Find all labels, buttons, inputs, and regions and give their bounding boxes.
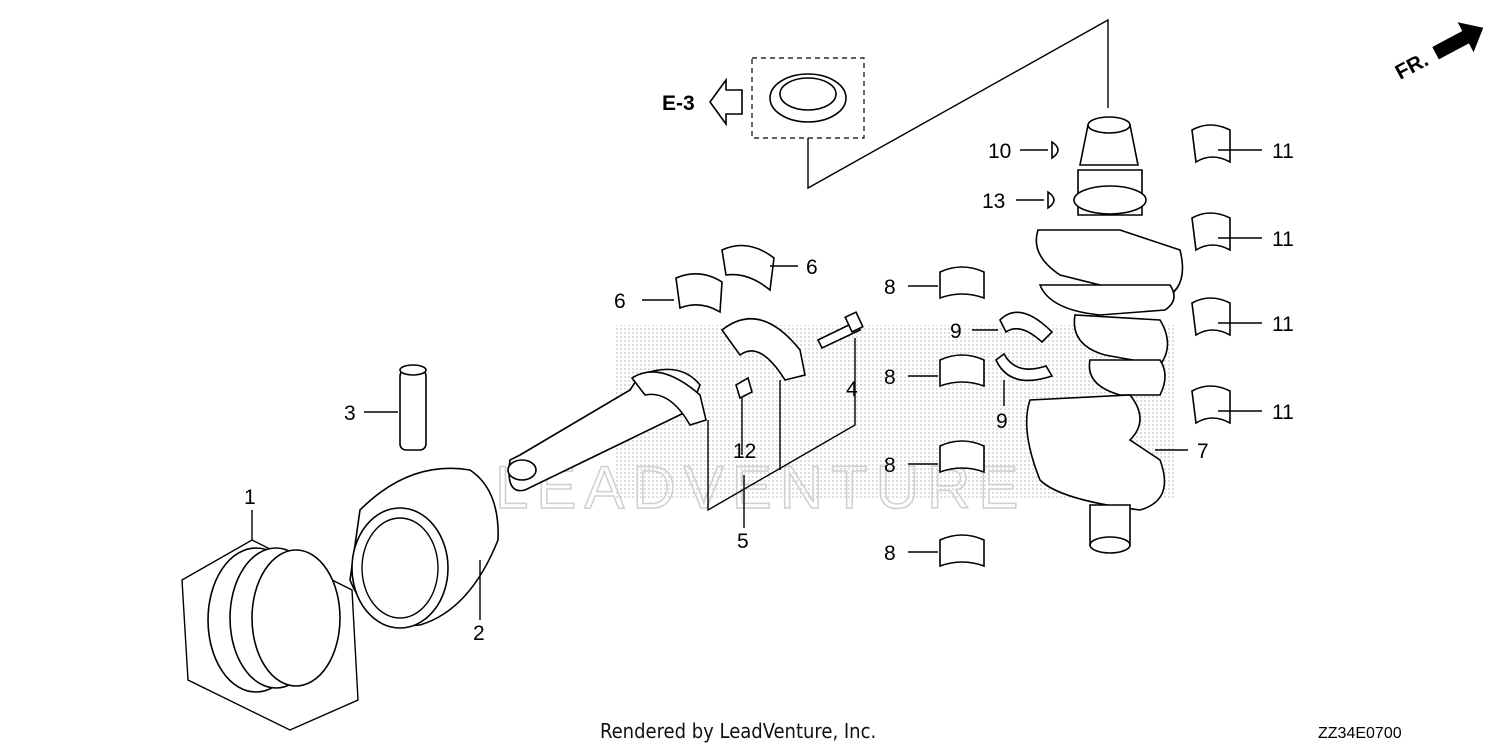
thrust-washers-9 — [972, 311, 1054, 406]
piston — [349, 467, 499, 629]
oil-seal-inner — [779, 77, 837, 111]
reference-label: E-3 — [662, 92, 695, 115]
callout-10: 10 — [988, 140, 1011, 163]
reference-arrow-icon — [709, 77, 743, 127]
front-direction-label: FR. — [1392, 48, 1433, 84]
callout-11c: 11 — [1272, 313, 1294, 336]
front-direction-indicator: FR. — [1392, 22, 1484, 84]
callout-13: 13 — [982, 190, 1005, 213]
callout-2: 2 — [473, 622, 485, 645]
callout-1: 1 — [244, 486, 256, 509]
callout-3: 3 — [344, 402, 356, 425]
footer-credit: Rendered by LeadVenture, Inc. — [600, 719, 876, 743]
main-bearings-11 — [1191, 124, 1262, 425]
callout-5: 5 — [737, 530, 749, 553]
piston-pin — [364, 364, 427, 451]
front-arrow-icon — [1432, 22, 1484, 60]
crankpin-bearings-8 — [908, 266, 985, 568]
rod-bearings-6 — [642, 244, 798, 314]
callout-11a: 11 — [1272, 140, 1294, 163]
crankshaft-key-10 — [1020, 140, 1059, 160]
callout-9b: 9 — [996, 410, 1008, 433]
callout-11b: 11 — [1272, 228, 1294, 251]
crankshaft-key-13 — [1016, 190, 1055, 210]
callout-12: 12 — [733, 440, 756, 463]
oil-seal-leader — [807, 18, 1109, 190]
callout-6b: 6 — [614, 290, 626, 313]
callout-8b: 8 — [884, 366, 896, 389]
callout-4: 4 — [846, 378, 858, 401]
oil-seal-reference: E-3 — [662, 18, 1109, 190]
callout-6a: 6 — [806, 256, 818, 279]
callout-11d: 11 — [1272, 401, 1294, 424]
diagram-code: ZZ34E0700 — [1318, 725, 1402, 742]
crankshaft — [1025, 116, 1188, 554]
callout-8c: 8 — [884, 454, 896, 477]
connecting-rod-assembly — [507, 311, 864, 528]
callout-8d: 8 — [884, 542, 896, 565]
callout-9a: 9 — [950, 320, 962, 343]
callout-7: 7 — [1197, 440, 1209, 463]
piston-ring-set — [181, 510, 359, 731]
callout-8a: 8 — [884, 276, 896, 299]
